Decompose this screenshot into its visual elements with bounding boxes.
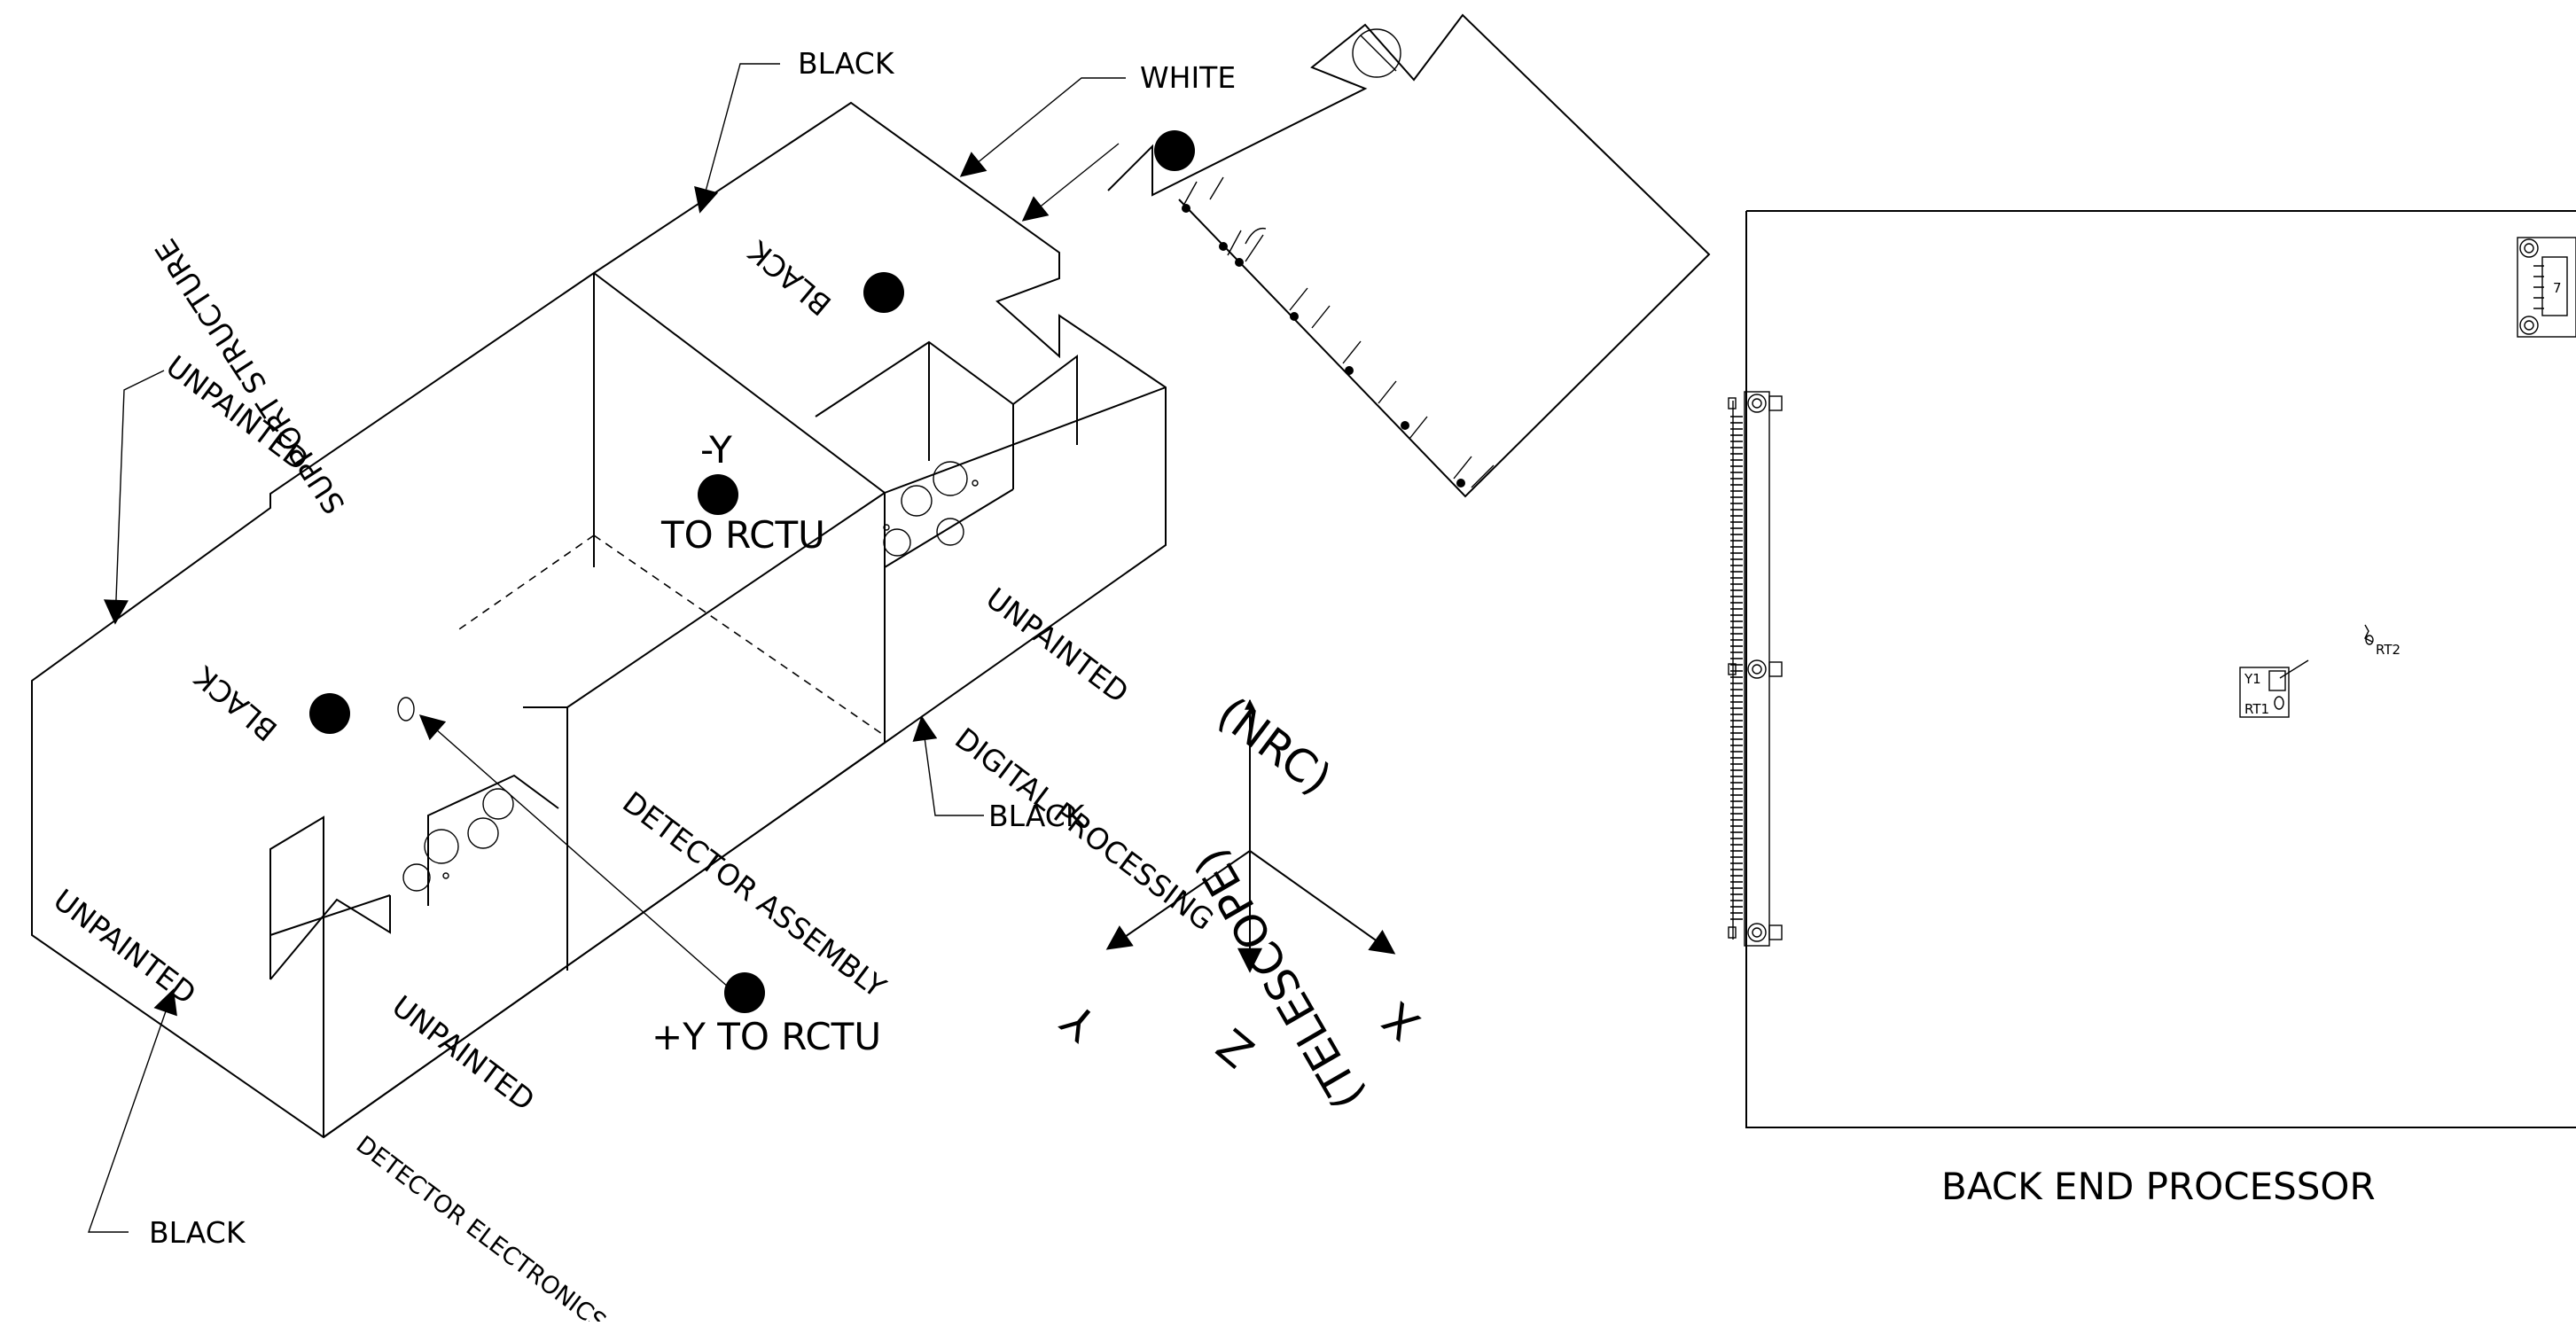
dot-black-top [863, 272, 904, 313]
axis-label-y: Y [1052, 994, 1107, 1051]
label-back-end-processor: BACK END PROCESSOR [1941, 1165, 2376, 1208]
label-black-bottom: BLACK [149, 1215, 246, 1250]
label-unpainted-bottom: UNPAINTED [386, 988, 541, 1118]
mount-hole-top [1728, 394, 1783, 413]
label-unpainted-lower-left: UNPAINTED [47, 882, 202, 1011]
label-black-side: BLACK [187, 659, 284, 747]
dot-minus-y [698, 474, 738, 515]
dot-white [1154, 130, 1195, 171]
board-label-y1: Y1 [2244, 671, 2261, 687]
label-to-rctu: TO RCTU [660, 513, 825, 557]
back-end-processor-board [1728, 210, 2576, 1128]
mount-hole-bottom [1728, 923, 1783, 942]
axis-label-telescope: (TELESCOPE) [1184, 840, 1374, 1118]
y1-rt1-outline [2239, 667, 2290, 718]
support-structure-outline [31, 101, 1167, 1139]
axis-label-z: Z [1207, 1018, 1264, 1077]
label-detector-electronics: DETECTOR ELECTRONICS [351, 1131, 611, 1322]
label-minus-y: -Y [700, 428, 732, 472]
dot-plus-y [724, 972, 765, 1013]
label-detector-assembly: DETECTOR ASSEMBLY [616, 784, 893, 1005]
upper-connector-cluster [883, 461, 979, 557]
label-black-on-box: BLACK [741, 233, 838, 322]
board-label-rt2: RT2 [2376, 642, 2400, 658]
board-label-conn: 7 [2553, 280, 2562, 296]
label-plus-y-to-rctu: +Y TO RCTU [652, 1015, 881, 1058]
mount-hole-mid [1728, 659, 1783, 679]
label-black-top: BLACK [798, 46, 895, 81]
lower-connector-cluster [397, 697, 514, 892]
axis-label-x: X [1373, 992, 1430, 1050]
label-unpainted-right: UNPAINTED [980, 581, 1135, 710]
leader-lines [88, 63, 1126, 1233]
board-label-rt1: RT1 [2244, 701, 2269, 717]
coordinate-axes [1105, 698, 1396, 973]
label-white-top: WHITE [1140, 60, 1236, 95]
axis-label-nrc: (NRC) [1208, 687, 1341, 805]
dsub-connector [2517, 237, 2576, 338]
label-black-right: BLACK [988, 799, 1086, 833]
detector-card-exploded [1107, 13, 1711, 498]
dot-black-side [309, 693, 350, 734]
edge-connector-pins [1730, 416, 1743, 920]
